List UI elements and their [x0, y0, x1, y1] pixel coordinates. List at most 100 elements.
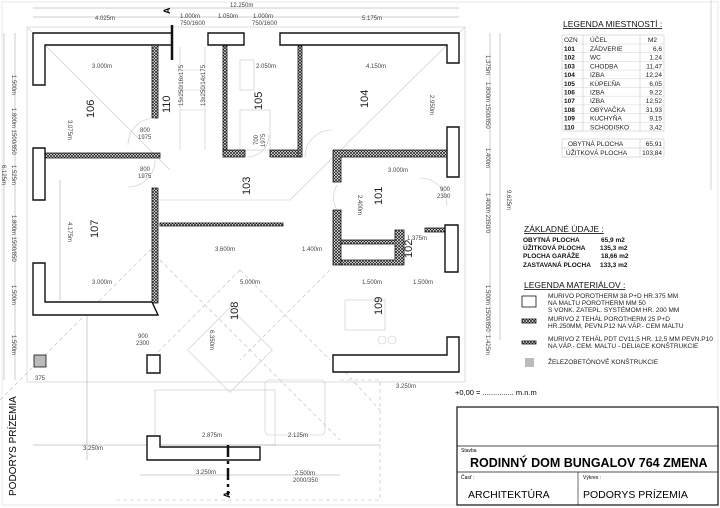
dim: 1.800m 1500/850 [10, 215, 16, 262]
material-text: MURIVO Z TEHÁL PDT CV11,5 HR. 12,5 MM PE… [548, 334, 713, 343]
room-code: 108 [564, 107, 575, 114]
material-text: MURIVO POROTHERM 38 P+D HR.375 MM [548, 293, 678, 300]
dim: 1.375m [484, 55, 490, 75]
basic-value: 18,66 m2 [601, 253, 629, 260]
room-area: 12,52 [646, 98, 663, 105]
basic-label: ÚŽITKOVÁ PLOCHA [523, 243, 586, 252]
room-area: 6,6 [653, 46, 662, 53]
dim: 1.525m [10, 165, 16, 185]
dim: 1975 [138, 135, 152, 141]
dim: 3.250m [396, 384, 416, 390]
room-code: 104 [564, 72, 575, 79]
total-value: 103,84 [642, 150, 662, 157]
room-purpose: KÚPEĽŇA [590, 79, 621, 88]
dim: 4.175m [66, 222, 72, 242]
dim: 900 [440, 187, 451, 193]
dim: 1.500m [362, 280, 382, 286]
room-110: 110 [161, 95, 173, 113]
room-purpose: IZBA [590, 90, 605, 97]
swatch-concrete [525, 358, 534, 367]
project-title: RODINNÝ DOM BUNGALOV 764 ZMENA [470, 455, 708, 470]
room-labels: 101 102 103 104 105 106 107 108 109 110 [85, 90, 415, 320]
swatch-pdt-cv115 [521, 340, 537, 345]
dimension-lines [3, 7, 501, 476]
dim: 1.500m 1500/850 [484, 285, 490, 332]
dim: 1.400m [484, 148, 490, 168]
room-107: 107 [89, 220, 101, 238]
room-purpose: WC [590, 55, 601, 62]
section-mark-top: A [162, 7, 172, 14]
room-area: 1,24 [649, 55, 662, 62]
dim: 6.125m [0, 165, 6, 185]
dim: 800 [140, 167, 151, 173]
material-text: ŽELEZOBETÓNOVÉ KONŠTRUKCIE [548, 357, 659, 366]
dim: 15x250/16x175 [179, 64, 185, 106]
room-area: 11,47 [646, 63, 662, 70]
swatch-porotherm-38 [521, 295, 537, 308]
dim: 4.150m [366, 64, 386, 70]
dim: 800 [140, 128, 151, 134]
dim: 3.250m [83, 446, 103, 452]
door-swings [127, 117, 448, 211]
dim: 3.000m [388, 168, 408, 174]
room-code: 105 [564, 81, 575, 88]
materials-title: LEGENDA MATERIÁLOV : [524, 280, 625, 290]
room-109: 109 [373, 297, 385, 315]
dim: 1.500m [413, 280, 433, 286]
vykres-label: Výkres : [583, 475, 601, 481]
room-101: 101 [373, 187, 385, 205]
basic-label: PLOCHA GARÁŽE [523, 251, 580, 260]
dim: 13x250/14x175 [201, 64, 207, 106]
dim: 1.425m [484, 335, 490, 355]
room-106: 106 [85, 100, 97, 118]
dim: 1.800m 1500/850 [484, 82, 490, 129]
room-area: 3,42 [649, 124, 662, 131]
dim: 3.075m [66, 120, 72, 140]
room-code: 106 [564, 90, 575, 97]
basic-value: 133,3 m2 [600, 262, 628, 269]
dim: 1.500m [10, 335, 16, 355]
stavba-label: Stavba [461, 448, 477, 454]
basic-value: 135,3 m2 [600, 245, 628, 252]
room-code: 103 [564, 63, 575, 70]
room-purpose: IZBA [590, 98, 605, 105]
room-legend-title: LEGENDA MIESTNOSTÍ : [563, 19, 662, 29]
dim: 2000/350 [293, 478, 319, 484]
room-code: 109 [564, 116, 575, 123]
material-text: NA MALTU POROTHERM MM 50 [548, 300, 646, 307]
room-purpose: CHODBA [590, 63, 618, 70]
dim: 3.000m [92, 64, 112, 70]
dim: 1.400m [302, 247, 322, 253]
total-label: ÚŽITKOVÁ PLOCHA [566, 148, 628, 157]
dim: 5.000m [240, 280, 260, 286]
room-purpose: IZBA [590, 72, 605, 79]
dimension-texts: 12.250m 4.025m 1.000m 750/1600 1.050m 1.… [0, 3, 511, 484]
dim: 1.375m [407, 236, 427, 242]
material-text: MURIVO Z TEHÁL POROTHERM 25 P+D [548, 314, 670, 323]
dim: 1.000m [253, 14, 273, 20]
material-text: S VONK. ZATEPL. SYSTÉMOM HR. 200 MM [548, 305, 679, 314]
dim: 6.350m [208, 330, 214, 350]
basic-data: ZÁKLADNÉ ÚDAJE : OBYTNÁ PLOCHA 65,9 m2 Ú… [523, 224, 629, 269]
room-purpose: OBÝVAČKA [590, 105, 626, 114]
room-purpose: SCHODISKO [590, 124, 629, 131]
walls [32, 25, 460, 495]
basic-data-title: ZÁKLADNÉ ÚDAJE : [524, 224, 604, 234]
dim: 2.400m [356, 195, 362, 215]
dim: 3.000m [92, 280, 112, 286]
material-text: HR.250MM, PEVN.P12 NA VÁP.- CEM MALTU [548, 321, 684, 330]
dim: 5.175m [362, 16, 382, 22]
dim: 750/1600 [252, 21, 278, 27]
dim: 750/1600 [180, 21, 206, 27]
section-mark-bottom: A [222, 491, 232, 498]
room-code: 101 [564, 46, 575, 53]
dim: 1.800m 1500/850 [10, 108, 16, 155]
dim: 2.500m [295, 471, 315, 477]
dim: 700 [254, 134, 260, 145]
dim: 9.625m [505, 190, 511, 210]
dim-total-width: 12.250m [230, 3, 253, 9]
dim: 4.025m [95, 16, 115, 22]
